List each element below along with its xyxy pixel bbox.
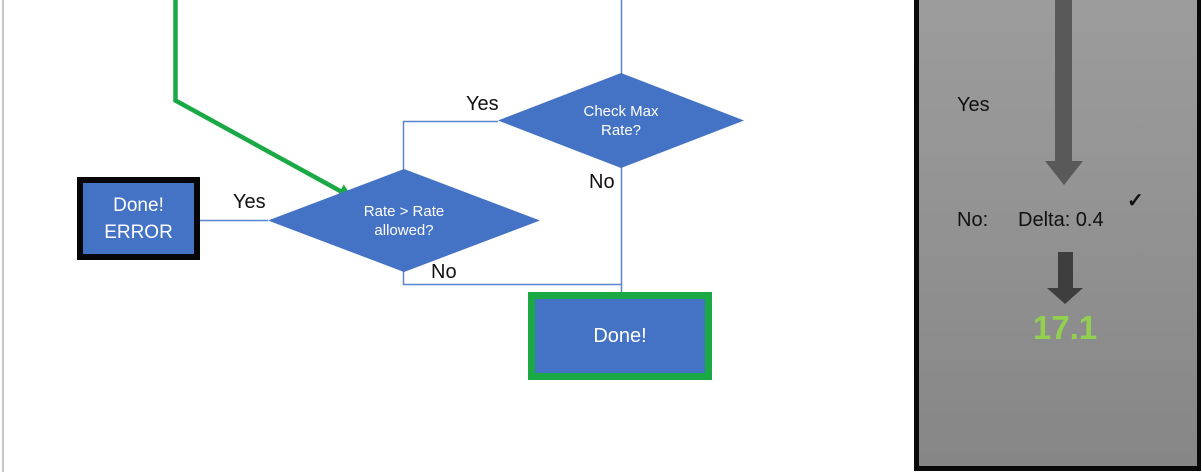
down-arrow-long-icon	[1055, 0, 1072, 162]
done-box: Done!	[528, 292, 712, 380]
down-arrow-short-icon	[1058, 252, 1073, 289]
panel-delta-value: Delta: 0.4	[1018, 209, 1104, 231]
done-error-line1: Done!	[113, 194, 164, 216]
done-error-line2: ERROR	[104, 221, 173, 243]
panel-no-label: No:	[957, 209, 989, 231]
decision-rate-allowed-line1: Rate > Rate	[363, 202, 445, 220]
green-annotation-line	[173, 0, 344, 194]
decision-check-max-line1: Check Max	[583, 102, 659, 120]
result-value: 17.1	[1032, 309, 1098, 346]
side-panel: Yes No: Delta: 0.4 ✓ 17.1	[914, 0, 1201, 471]
panel-yes-label: Yes	[957, 94, 990, 116]
done-box-label: Done!	[593, 324, 647, 347]
decision-rate-allowed-line2: allowed?	[374, 221, 434, 239]
done-error-box: Done! ERROR	[77, 177, 200, 260]
label-rate-allowed-no: No	[431, 261, 457, 283]
label-rate-allowed-yes: Yes	[233, 191, 266, 213]
left-edge-divider	[2, 0, 4, 472]
checkmark-icon: ✓	[1127, 190, 1144, 212]
down-arrow-short-head-icon	[1047, 288, 1083, 304]
decision-check-max-line2: Rate?	[600, 121, 642, 139]
label-check-max-no: No	[589, 171, 615, 193]
label-check-max-yes: Yes	[466, 93, 499, 115]
down-arrow-long-head-icon	[1045, 161, 1083, 185]
